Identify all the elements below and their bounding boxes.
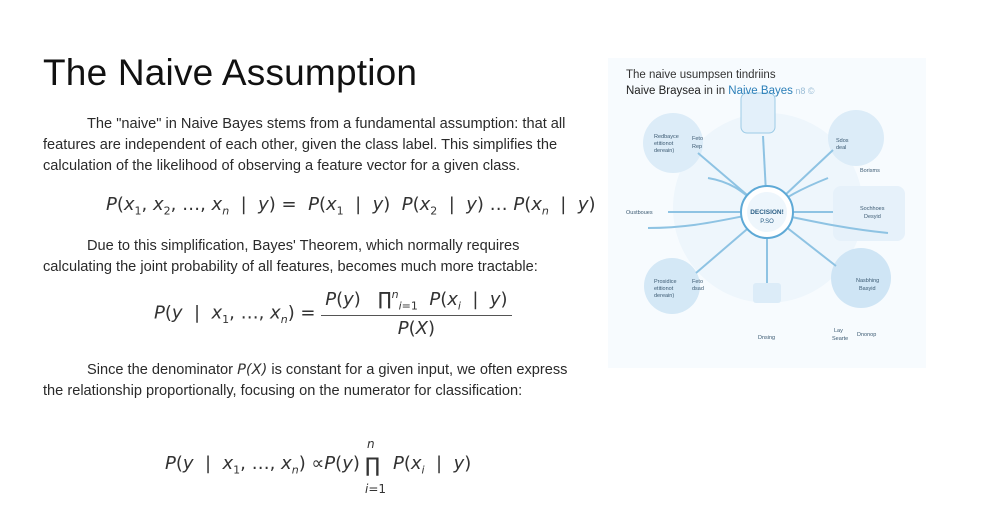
svg-text:Feto: Feto: [692, 136, 703, 142]
figure-title-line1: The naive usumpsen tindriins: [626, 69, 776, 81]
svg-text:Prosidice: Prosidice: [654, 279, 677, 285]
svg-text:etitionot: etitionot: [654, 286, 674, 292]
paragraph-naive-definition: The "naive" in Naive Bayes stems from a …: [43, 114, 583, 177]
svg-text:Sochhoes: Sochhoes: [860, 206, 885, 212]
node-bottom-right: [831, 248, 891, 308]
svg-text:Feto: Feto: [692, 279, 703, 285]
equation-bayes-naive: P(y | x1, …, xn) = P(y) ∏ni=1 P(xi | y) …: [154, 288, 512, 339]
naive-bayes-illustration: The naive usumpsen tindriins Naive Brays…: [608, 58, 926, 368]
equation-independence: P(x1, x2, …, xn | y) = P(x1 | y) P(x2 | …: [106, 194, 596, 218]
svg-text:Redbayce: Redbayce: [654, 134, 679, 140]
svg-text:Desyid: Desyid: [864, 214, 881, 220]
svg-text:Borisms: Borisms: [860, 168, 880, 174]
paragraph-text: The "naive" in Naive Bayes stems from a …: [43, 116, 566, 174]
paragraph-simplification: Due to this simplification, Bayes' Theor…: [43, 236, 583, 278]
center-label-2: P.SO: [760, 219, 774, 225]
node-top-right: [828, 110, 884, 166]
svg-text:deal: deal: [836, 145, 846, 151]
figure-labels: Redbayce etitionot dereain) Feto Rep Sdo…: [626, 134, 885, 342]
svg-text:Nasbhing: Nasbhing: [856, 278, 879, 284]
node-bottom: [753, 283, 781, 303]
svg-text:Basyid: Basyid: [859, 286, 876, 292]
svg-text:Oustboues: Oustboues: [626, 210, 653, 216]
svg-text:Dnonop: Dnonop: [857, 332, 876, 338]
svg-text:etitionot: etitionot: [654, 141, 674, 147]
svg-text:dereain): dereain): [654, 293, 674, 299]
svg-text:Dnsing: Dnsing: [758, 335, 775, 341]
paragraph-text-after: is constant for a given input, we often …: [43, 362, 568, 399]
node-top-left: [643, 113, 703, 173]
equation-proportional: P(y | x1, …, xn) ∝P(y) n ∏ i=1 P(xi | y): [165, 437, 472, 496]
fraction: P(y) ∏ni=1 P(xi | y) P(X): [321, 288, 512, 339]
paragraph-text: Due to this simplification, Bayes' Theor…: [43, 238, 538, 275]
diagram-svg: The naive usumpsen tindriins Naive Brays…: [608, 58, 926, 368]
svg-text:Rep: Rep: [692, 144, 702, 150]
svg-text:Lay: Lay: [834, 328, 843, 334]
inline-math-px: P(X): [237, 361, 268, 378]
center-label-1: DECISION!: [750, 209, 784, 216]
node-top: [740, 92, 776, 134]
svg-text:Searte: Searte: [832, 336, 848, 342]
page-title: The Naive Assumption: [43, 52, 418, 93]
node-bottom-left: [644, 258, 700, 314]
svg-text:dereain): dereain): [654, 148, 674, 154]
paragraph-proportional: Since the denominator P(X) is constant f…: [43, 359, 583, 402]
figure-title-line2: Naive Braysea in in Naive Bayes n8 ©: [626, 85, 815, 97]
svg-text:dsad: dsad: [692, 286, 704, 292]
svg-text:Sdos: Sdos: [836, 138, 849, 144]
paragraph-text-before: Since the denominator: [87, 362, 238, 378]
center-node-inner: [747, 192, 787, 232]
